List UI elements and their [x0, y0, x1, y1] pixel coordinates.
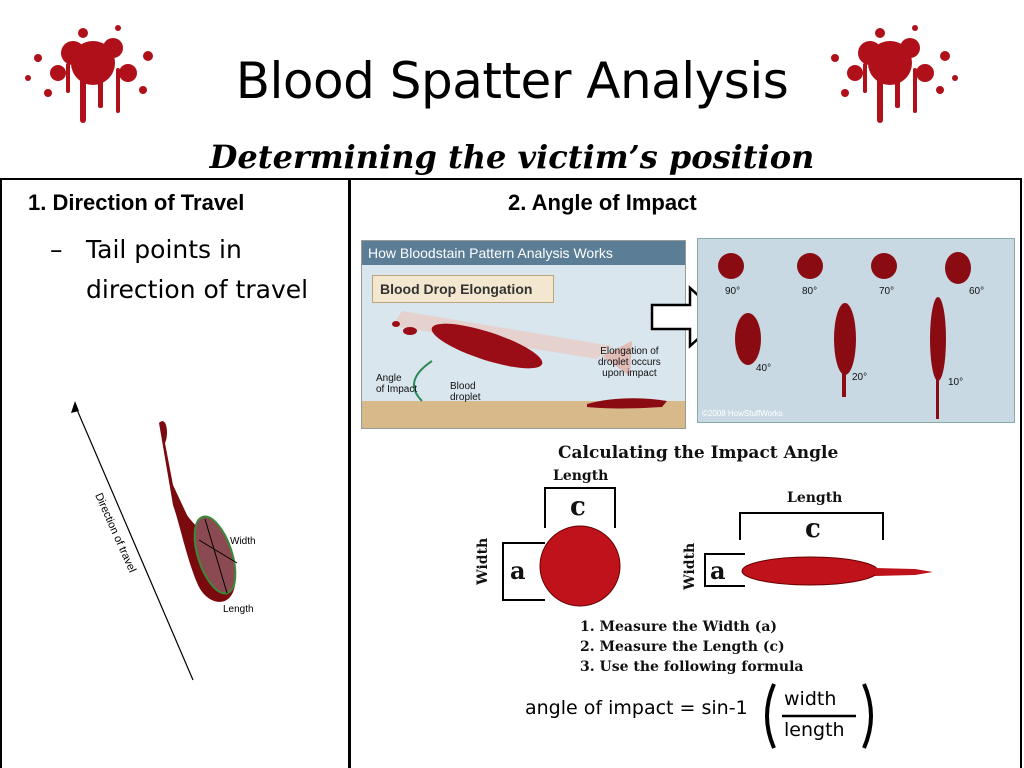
angle-10-label: 10°: [948, 377, 964, 388]
slide-subtitle: Determining the victim’s position: [209, 138, 815, 176]
formula-numerator: width: [784, 688, 837, 710]
content-table: [0, 178, 1022, 768]
width-label: Width: [230, 536, 256, 547]
angle-70-label: 70°: [879, 286, 895, 297]
copyright-text: ©2008 HowStuffWorks: [702, 409, 783, 418]
formula-lhs: angle of impact = sin-1: [525, 697, 748, 719]
angle-60-label: 60°: [969, 286, 985, 297]
elongation-title-box: [372, 275, 554, 303]
impact-angle-measure-diagram: [502, 487, 933, 607]
c-label-circle: c: [570, 492, 586, 522]
width-label-ellipse: Width: [682, 542, 698, 590]
hsw-banner-text: How Bloodstain Pattern Analysis Works: [368, 245, 613, 261]
bullet-dash: –: [50, 235, 63, 264]
blood-splatter-left-image: [25, 25, 153, 123]
c-label-ellipse: c: [805, 514, 821, 544]
column-divider: [348, 178, 351, 768]
angle-90-label: 90°: [725, 286, 741, 297]
direction-of-travel-label: Direction of travel: [92, 491, 138, 574]
calc-steps: 1. Measure the Width (a) 2. Measure the …: [580, 617, 803, 677]
bullet-text: Tail points in direction of travel: [86, 235, 309, 304]
droplet-scene: [362, 311, 685, 428]
formula-parentheses: [765, 683, 873, 749]
calc-title: Calculating the Impact Angle: [558, 443, 839, 463]
elongation-title: Blood Drop Elongation: [380, 281, 533, 297]
direction-of-travel-diagram: Direction of travel Width Length: [71, 401, 256, 681]
hsw-banner: [362, 241, 685, 265]
slide-title: Blood Spatter Analysis: [235, 52, 789, 110]
length-label-circle: Length: [553, 468, 609, 484]
a-label-ellipse: a: [710, 556, 726, 585]
length-label-ellipse: Length: [787, 490, 843, 506]
angle-20-label: 20°: [852, 372, 868, 383]
blood-drop-elongation-illustration: How Bloodstain Pattern Analysis Works Bl…: [361, 240, 686, 429]
blood-splatter-right-image: [831, 25, 958, 123]
calc-step-1: 1. Measure the Width (a): [580, 619, 778, 635]
length-label: Length: [223, 604, 254, 615]
calc-step-3: 3. Use the following formula: [580, 659, 804, 675]
width-label-circle: Width: [475, 537, 491, 585]
calc-step-2: 2. Measure the Length (c): [580, 639, 785, 655]
impact-angle-examples: 90° 80° 70° 60° 40° 20° 10° ©2008 HowStu…: [697, 238, 1015, 423]
angle-80-label: 80°: [802, 286, 818, 297]
formula-denominator: length: [784, 719, 845, 741]
a-label-circle: a: [510, 556, 526, 585]
direction-of-travel-header: 1. Direction of Travel: [28, 190, 245, 215]
angle-40-label: 40°: [756, 363, 772, 374]
angle-of-impact-header: 2. Angle of Impact: [508, 190, 697, 215]
